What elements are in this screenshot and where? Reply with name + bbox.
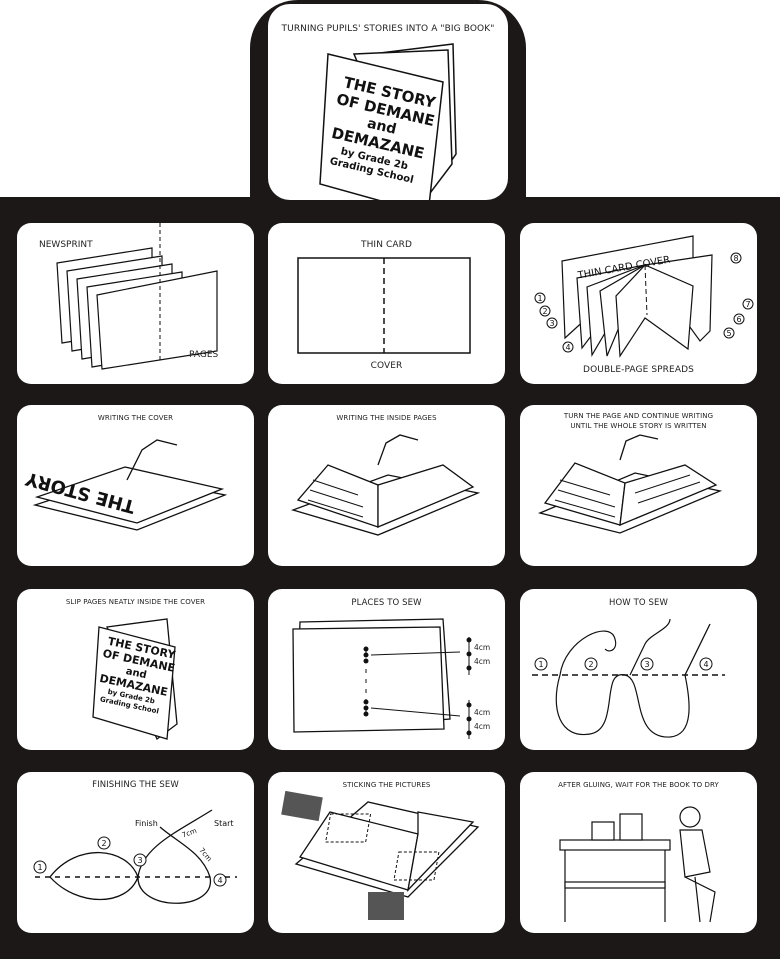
step-drying: AFTER GLUING, WAIT FOR THE BOOK TO DRY [520,772,757,933]
cover-line: and [125,666,148,681]
hand-icon [126,439,178,481]
number-label: 3 [644,660,649,669]
measure-label: 4cm [474,657,490,666]
number-label: 2 [101,839,106,848]
turn-page-illustration [537,434,723,534]
step-title: DOUBLE-PAGE SPREADS [583,365,694,375]
step-title: HOW TO SEW [609,598,668,608]
step-slip-pages: SLIP PAGES NEATLY INSIDE THE COVER THE S… [17,589,254,750]
title-card: TURNING PUPILS' STORIES INTO A "BIG BOOK… [268,4,508,200]
step-spreads: THIN CARD COVER 1 2 3 4 5 6 7 8 DOUBLE-P… [520,223,757,384]
drying-illustration [559,806,716,923]
cover-line: and [366,116,398,138]
measure-label: 4cm [474,643,490,652]
step-title: NEWSPRINT [39,240,93,250]
cover-card-illustration [297,257,471,354]
step-title: WRITING THE INSIDE PAGES [336,414,437,422]
step-title: STICKING THE PICTURES [342,781,431,789]
number-label: 2 [542,307,547,316]
step-writing-cover: WRITING THE COVER THE STORY [17,405,254,566]
pages-illustration [56,223,218,370]
writing-cover-illustration: THE STORY [23,439,228,531]
step-title: FINISHING THE SEW [92,780,179,790]
step-title: WRITING THE COVER [97,414,174,422]
writing-inside-illustration [290,434,481,536]
hand-icon [619,434,659,461]
step-how-to-sew: HOW TO SEW 1 2 3 4 [520,589,757,750]
step-title: THIN CARD [360,240,413,250]
measure-label: 4cm [474,708,490,717]
start-label: Start [214,819,234,828]
step-title: SLIP PAGES NEATLY INSIDE THE COVER [65,598,206,606]
number-label: 2 [588,660,593,669]
finishing-illustration: Finish Start 7cm 7cm 1 2 3 4 [33,809,237,904]
number-label: 4 [565,343,570,352]
step-label: PAGES [189,350,219,360]
number-label: 1 [538,660,543,669]
how-to-sew-illustration: 1 2 3 4 [532,618,725,738]
number-label: 3 [549,319,554,328]
step-turn-page: TURN THE PAGE AND CONTINUE WRITING UNTIL… [520,405,757,566]
slip-pages-illustration: THE STORY OF DEMANE and DEMAZANE by Grad… [92,618,178,741]
step-writing-inside: WRITING THE INSIDE PAGES [268,405,505,566]
step-title: TURN THE PAGE AND CONTINUE WRITING [563,412,714,420]
number-label: 5 [726,329,731,338]
measure-label: 7cm [197,846,213,863]
picture-icon [281,790,323,822]
number-label: 3 [137,856,142,865]
number-label: 4 [217,876,222,885]
number-label: 4 [703,660,708,669]
number-label: 1 [37,863,42,872]
finish-label: Finish [135,819,158,828]
step-title: UNTIL THE WHOLE STORY IS WRITTEN [570,422,707,430]
step-label: COVER [370,361,403,371]
step-places-to-sew: PLACES TO SEW 4cm 4cm 4cm 4cm [268,589,505,750]
hand-icon [377,434,419,466]
sticking-pictures-illustration [281,790,480,920]
big-book-illustration: THE STORY OF DEMANE and DEMAZANE by Grad… [319,43,457,200]
number-label: 8 [733,254,738,263]
step-title: PLACES TO SEW [351,598,422,608]
page-title: TURNING PUPILS' STORIES INTO A "BIG BOOK… [281,24,495,34]
measure-label: 4cm [474,722,490,731]
number-label: 7 [745,300,750,309]
step-title: AFTER GLUING, WAIT FOR THE BOOK TO DRY [558,781,719,789]
step-thin-card: THIN CARD COVER [268,223,505,384]
number-label: 6 [736,315,741,324]
step-sticking-pictures: STICKING THE PICTURES [268,772,505,933]
step-newsprint: NEWSPRINT PAGES [17,223,254,384]
places-to-sew-illustration: 4cm 4cm 4cm 4cm [292,618,490,739]
spreads-illustration: THIN CARD COVER 1 2 3 4 5 6 7 8 [534,235,754,358]
picture-icon [368,892,404,920]
measure-label: 7cm [181,827,198,840]
number-label: 1 [537,294,542,303]
step-finishing: FINISHING THE SEW Finish Start 7cm 7cm 1… [17,772,254,933]
